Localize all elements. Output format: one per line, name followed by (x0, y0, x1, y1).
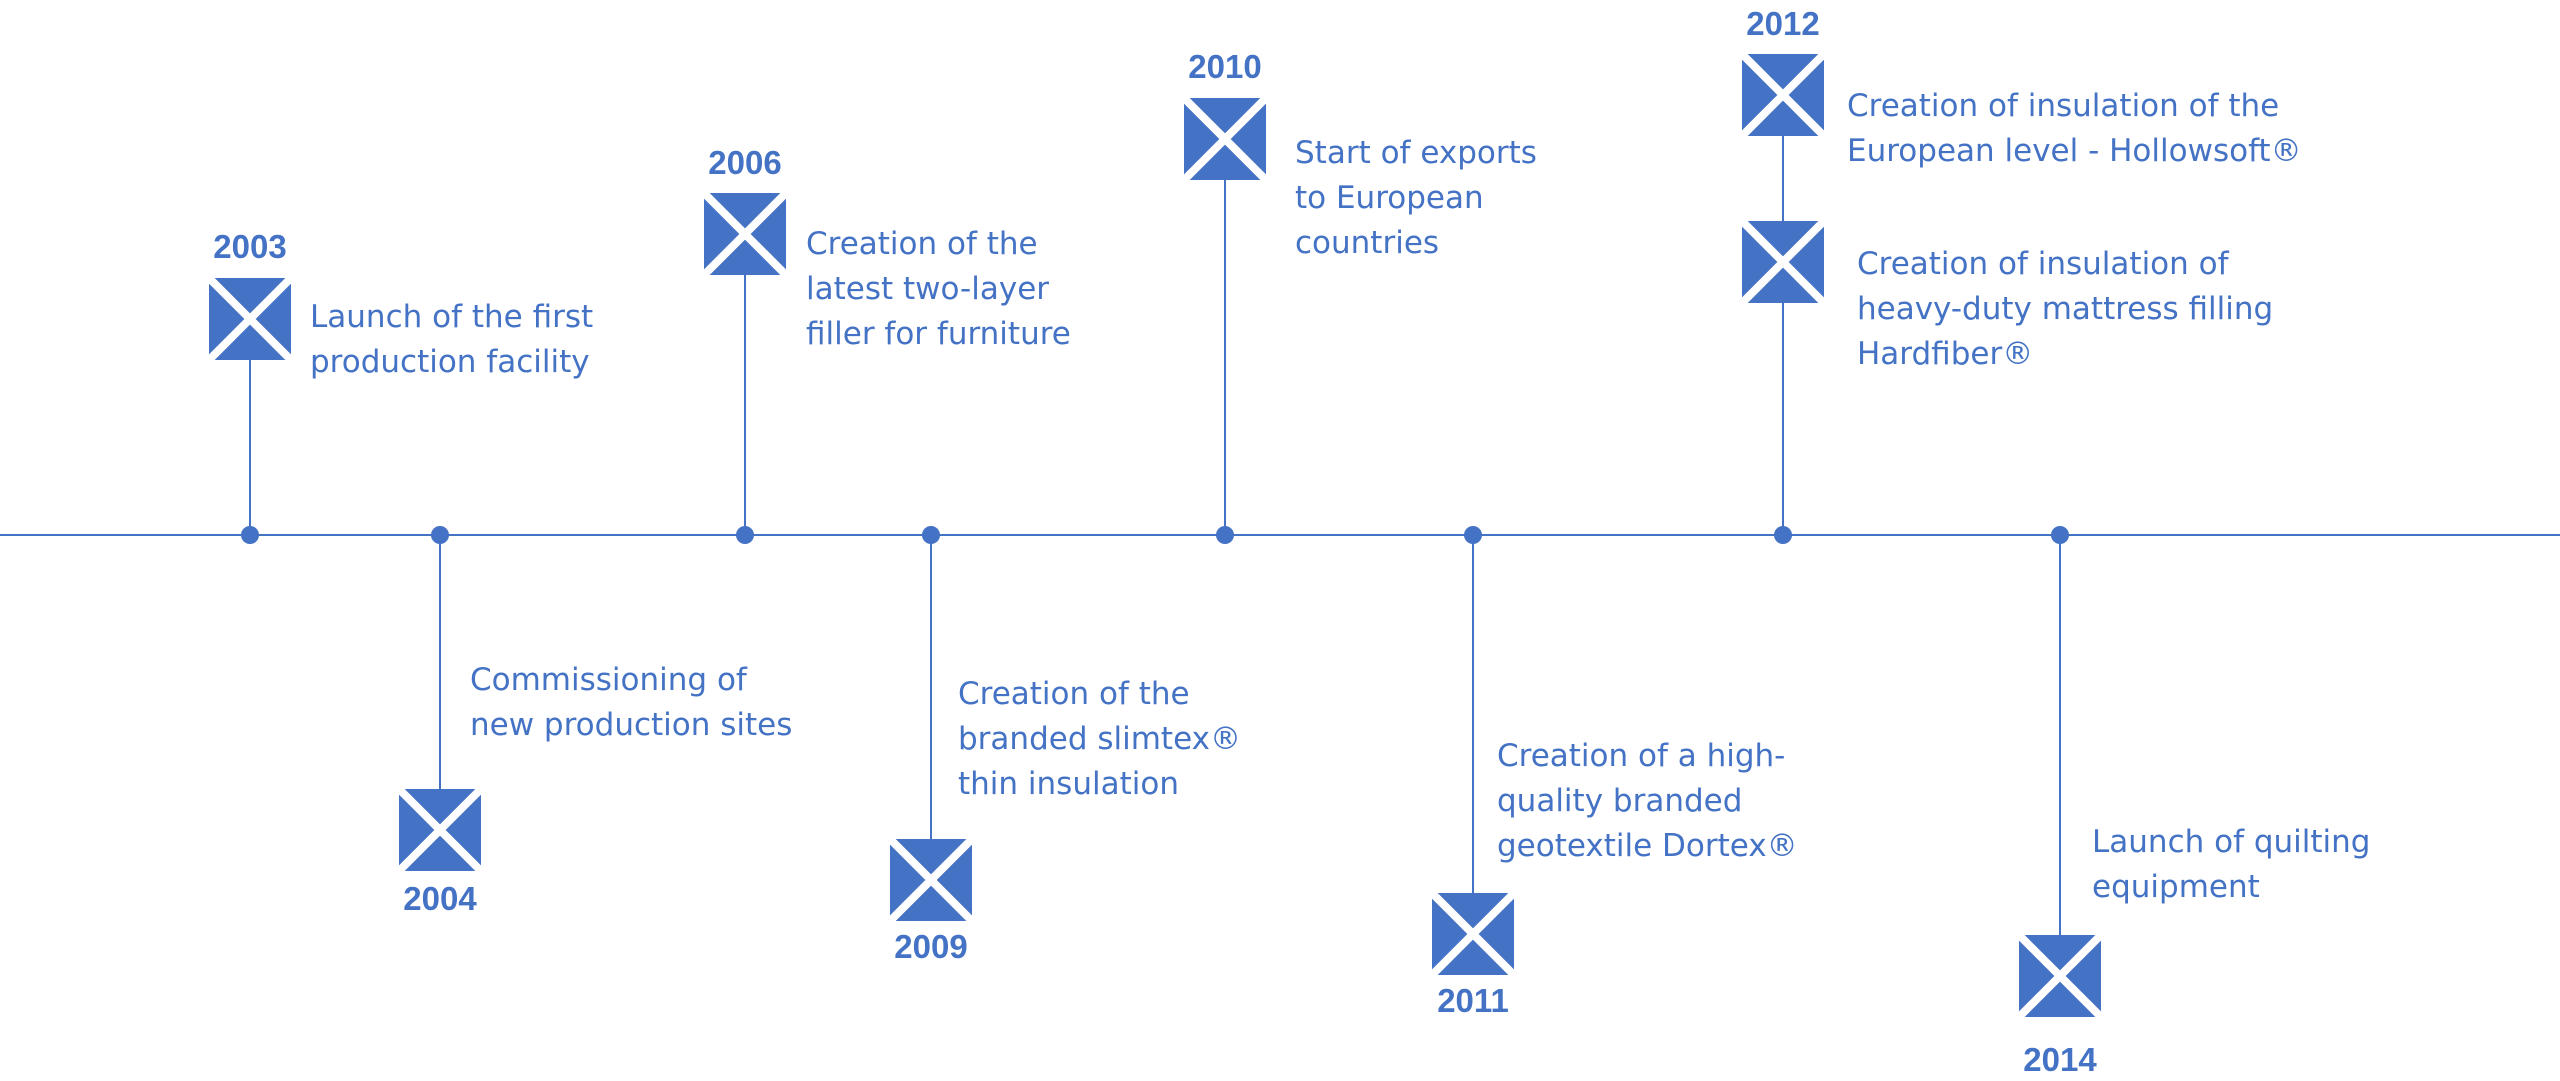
event-stem (249, 360, 251, 535)
event-dot (1464, 526, 1482, 544)
event-description: Start of exports to European countries (1295, 135, 1537, 261)
event-year: 2003 (213, 228, 287, 265)
x-square-icon (1742, 54, 1824, 136)
event-stem (744, 275, 746, 535)
event-stem (2059, 535, 2061, 935)
event-stem (1224, 180, 1226, 535)
event-dot (922, 526, 940, 544)
x-square-icon (1432, 893, 1514, 975)
x-square-icon (890, 839, 972, 921)
x-square-icon (1742, 221, 1824, 303)
x-square-icon (2019, 935, 2101, 1017)
event-description: Creation of the branded slimtex® thin in… (958, 676, 1241, 802)
event-dot (431, 526, 449, 544)
event-description: Launch of the first production facility (310, 299, 594, 380)
x-square-icon (399, 789, 481, 871)
event-year: 2011 (1437, 982, 1509, 1019)
event-year: 2004 (403, 880, 477, 917)
event-stem (930, 535, 932, 839)
x-square-icon (1184, 98, 1266, 180)
event-year: 2009 (894, 928, 968, 965)
x-square-icon (704, 193, 786, 275)
event-year: 2012 (1746, 5, 1820, 42)
event-year: 2010 (1188, 48, 1262, 85)
event-description: Creation of a high- quality branded geot… (1497, 738, 1798, 864)
x-square-icon (209, 278, 291, 360)
event-dot (1216, 526, 1234, 544)
event-description: Creation of the latest two-layer filler … (806, 226, 1071, 352)
event-stem (439, 535, 441, 789)
event-description: Launch of quilting equipment (2092, 824, 2371, 905)
event-stem (1472, 535, 1474, 893)
event-year: 2014 (2023, 1041, 2097, 1078)
event-dot (736, 526, 754, 544)
timeline-axis (0, 534, 2560, 536)
event-description: Creation of insulation of heavy-duty mat… (1857, 246, 2274, 372)
event-dot (241, 526, 259, 544)
event-dot (1774, 526, 1792, 544)
event-stem (1782, 136, 1784, 535)
event-description: Commissioning of new production sites (470, 662, 793, 743)
event-year: 2006 (708, 144, 782, 181)
event-description: Creation of insulation of the European l… (1847, 88, 2302, 169)
event-dot (2051, 526, 2069, 544)
